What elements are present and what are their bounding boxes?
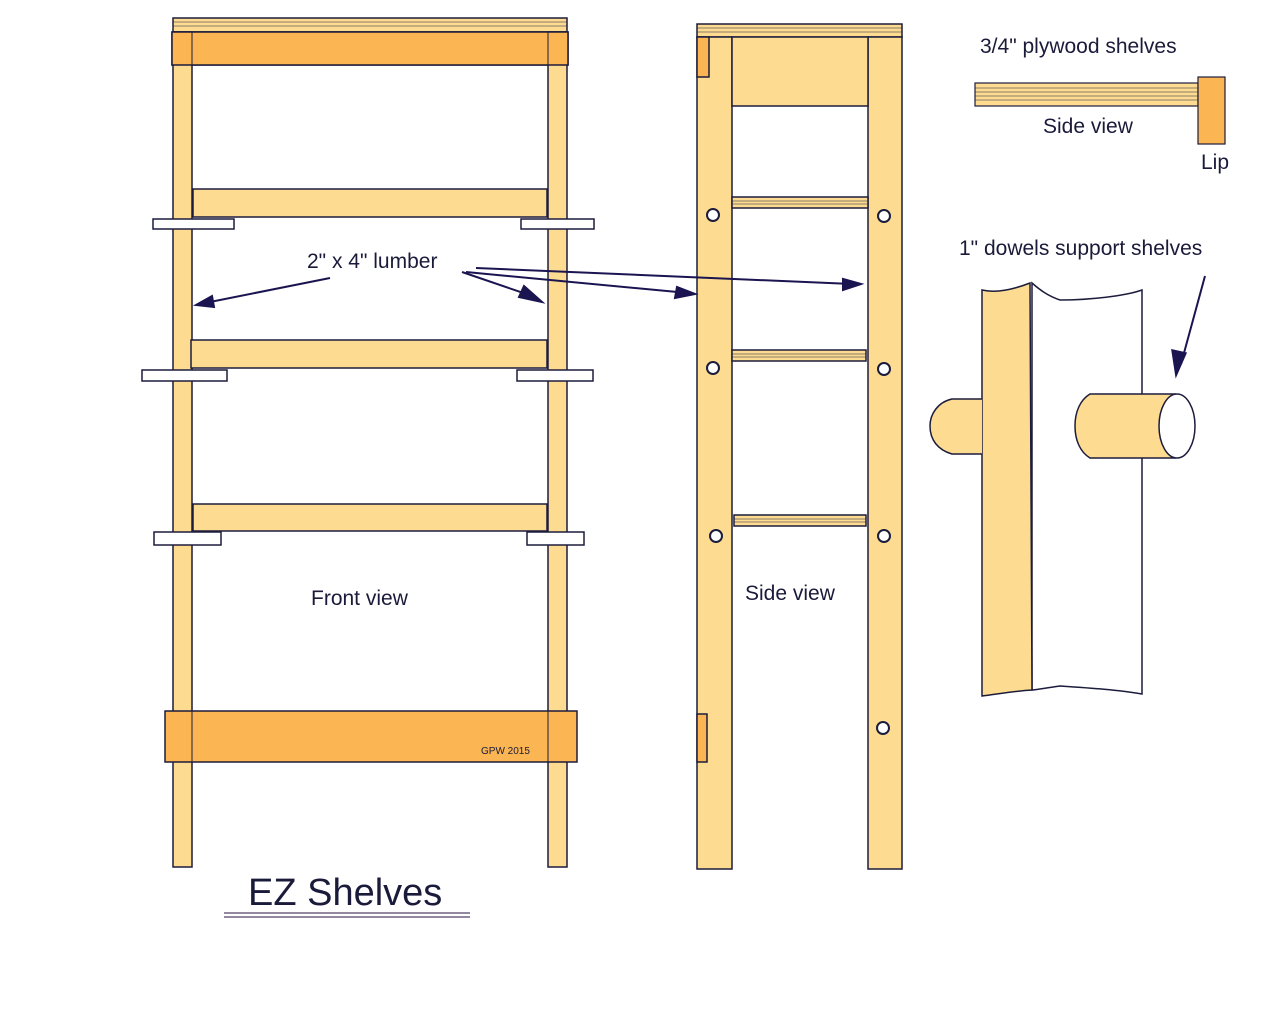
front-dowel-2r: [516, 369, 594, 382]
side-view: [696, 23, 903, 870]
dowel-hole: [877, 209, 891, 223]
front-dowel-3l: [153, 531, 222, 546]
detail-dowel: [1074, 393, 1176, 459]
side-shelf-3: [733, 514, 867, 527]
front-bottom-apron: [164, 710, 578, 763]
front-view: [141, 17, 595, 868]
front-dowel-2l: [141, 369, 228, 382]
front-dowel-3r: [526, 531, 585, 546]
front-shelf-3: [192, 503, 548, 532]
dowel-hole: [709, 529, 723, 543]
front-dowel-1r: [520, 218, 595, 230]
dowel-detail: [929, 275, 1206, 697]
lip-block: [1197, 76, 1226, 145]
front-shelf-1: [192, 188, 548, 218]
plywood-label: 3/4" plywood shelves: [980, 35, 1177, 58]
side-bottom-lip: [696, 713, 708, 763]
side-top-apron: [731, 36, 869, 107]
dowel-hole: [706, 361, 720, 375]
side-top-lip: [696, 36, 710, 78]
plywood-side-view-label: Side view: [1043, 115, 1134, 138]
dowel-hole: [877, 362, 891, 376]
dowel-end: [1158, 393, 1196, 459]
detail-back-board: [1031, 281, 1143, 695]
side-shelf-1: [731, 196, 869, 209]
plywood-side: [974, 82, 1199, 107]
front-dowel-1l: [152, 218, 235, 230]
front-top-plywood: [172, 17, 568, 33]
side-top-plywood: [696, 23, 903, 38]
signature: GPW 2015: [481, 746, 530, 757]
lumber-label: 2" x 4" lumber: [307, 250, 437, 273]
side-shelf-2: [731, 349, 867, 362]
lumber-arrows: [192, 267, 865, 309]
dowel-hole: [706, 208, 720, 222]
detail-leg-board: [981, 281, 1033, 697]
front-view-label: Front view: [311, 587, 409, 610]
page-title: EZ Shelves: [248, 872, 442, 914]
lip-label: Lip: [1201, 151, 1229, 174]
side-view-label: Side view: [745, 582, 836, 605]
dowel-hole: [876, 721, 890, 735]
front-shelf-2: [190, 339, 548, 369]
detail-dowel-stub: [929, 398, 982, 455]
dowels-label: 1" dowels support shelves: [959, 237, 1202, 260]
side-back-leg: [867, 36, 903, 870]
plywood-detail: [974, 76, 1226, 145]
dowel-hole: [877, 529, 891, 543]
